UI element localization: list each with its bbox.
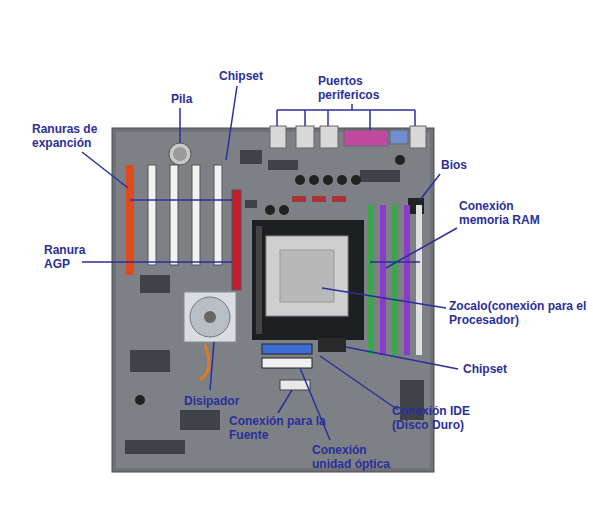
part-label: Ranura AGP <box>44 243 94 271</box>
part-label: Puertos perifericos <box>318 74 398 102</box>
part-label: Disipador <box>184 394 264 408</box>
part-label: Bios <box>441 158 481 172</box>
part-label: Conexión para la Fuente <box>229 414 329 442</box>
leader-lines <box>82 86 458 440</box>
part-label: Chipset <box>219 69 289 83</box>
part-label: Conexión memoria RAM <box>459 199 559 227</box>
part-label: Pila <box>171 92 211 106</box>
part-label: Ranuras de expanción <box>32 122 122 150</box>
part-label: Chipset <box>463 362 533 376</box>
part-label: Zocalo(conexión para el Procesador) <box>449 299 589 327</box>
part-label: Conexión IDE (Disco Duro) <box>392 404 484 432</box>
part-label: Conexión unidad óptica <box>312 443 398 471</box>
